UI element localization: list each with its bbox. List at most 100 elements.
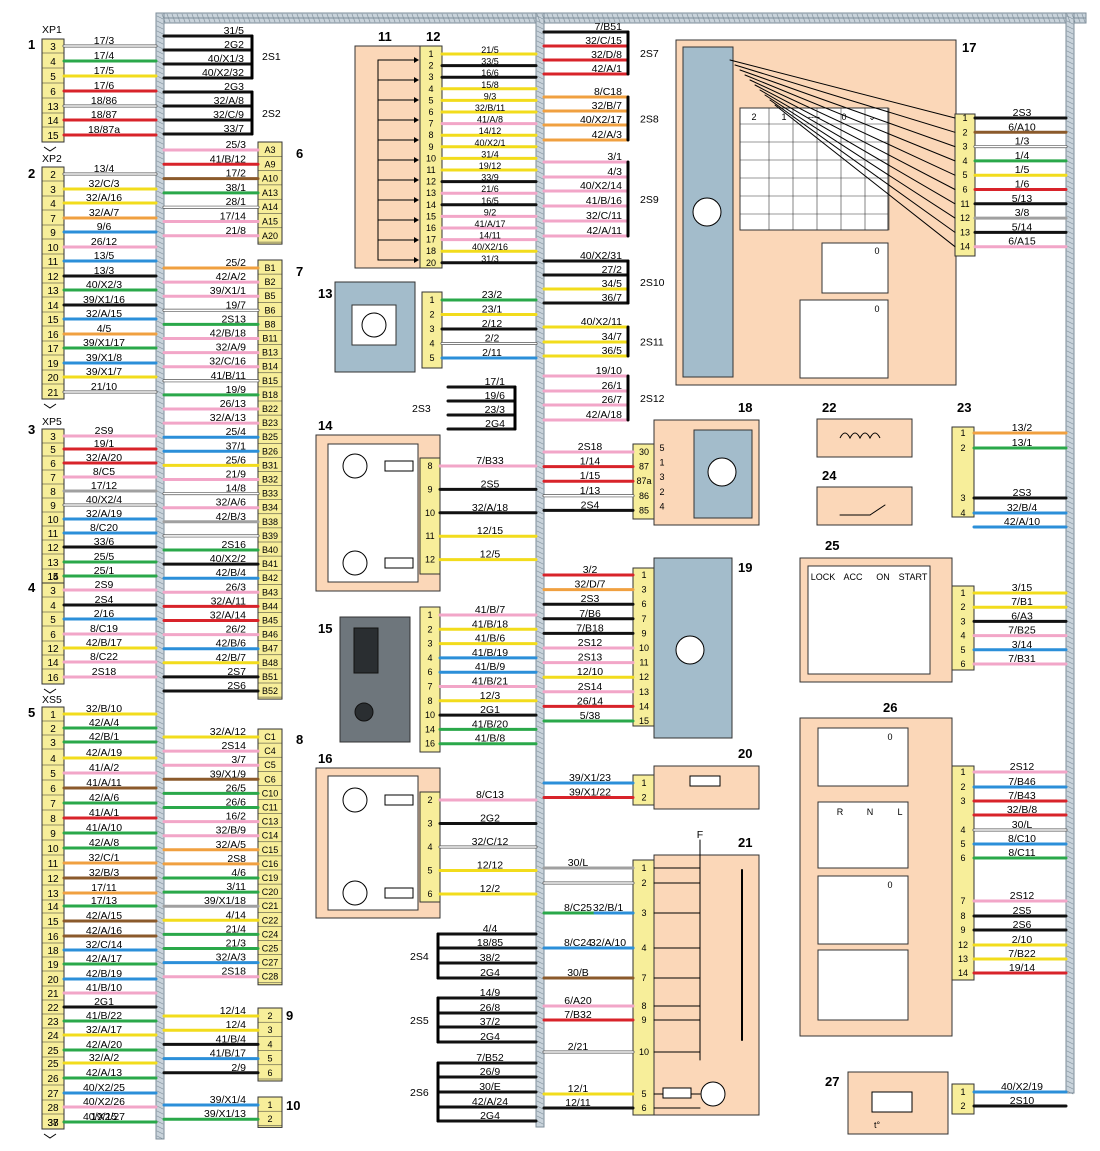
- wire-label: 41/B/11: [211, 370, 247, 382]
- wire-label: 37/1: [226, 440, 247, 452]
- 2S12-label: 19/10: [596, 365, 622, 377]
- pin-number: 5: [267, 1054, 272, 1064]
- bus-hatch: [536, 110, 544, 115]
- wire-label: 2S5: [481, 478, 500, 490]
- bus-hatch: [1066, 570, 1074, 575]
- wire-label: 39/X1/8: [86, 352, 122, 364]
- frame-hatch: [981, 13, 986, 23]
- bus-hatch: [536, 615, 544, 620]
- block-number: 17: [962, 40, 976, 55]
- wire-label: 14/12: [479, 126, 502, 136]
- frame-hatch: [951, 13, 956, 23]
- bus-hatch: [536, 730, 544, 735]
- bus-hatch: [156, 65, 164, 70]
- bus-hatch: [1066, 970, 1074, 975]
- bus-hatch: [156, 1055, 164, 1060]
- pin-number: 6: [427, 889, 432, 899]
- bus-hatch: [1066, 365, 1074, 370]
- wire-label: 9/3: [484, 91, 497, 101]
- block-number: 7: [296, 264, 303, 279]
- 2S7-label: 32/C/15: [585, 35, 622, 47]
- wire-label: 2S4: [581, 499, 600, 511]
- bus-hatch: [156, 450, 164, 455]
- bus-hatch: [536, 870, 544, 875]
- bus-hatch: [1066, 590, 1074, 595]
- bus-hatch: [1066, 565, 1074, 570]
- pin-number: C15: [262, 845, 279, 855]
- bus-hatch: [1066, 610, 1074, 615]
- pin-number: 7: [428, 119, 433, 129]
- block-number: 16: [318, 751, 332, 766]
- 2S4-label: 38/2: [480, 952, 501, 964]
- splice-name: 2S4: [410, 951, 429, 963]
- block-number: 6: [296, 146, 303, 161]
- bus-hatch: [1066, 925, 1074, 930]
- bus-hatch: [156, 825, 164, 830]
- bus-hatch: [1066, 525, 1074, 530]
- bus-hatch: [536, 165, 544, 170]
- switch-table: [817, 727, 909, 787]
- bus-hatch: [1066, 835, 1074, 840]
- bus-hatch: [156, 315, 164, 320]
- bus-hatch: [156, 765, 164, 770]
- pin-number: 10: [47, 515, 59, 526]
- bus-hatch: [1066, 700, 1074, 705]
- bus-hatch: [156, 435, 164, 440]
- 2S8-label: 8/C18: [594, 86, 622, 98]
- arrow: [414, 237, 419, 243]
- bus-hatch: [536, 345, 544, 350]
- bus-hatch: [156, 555, 164, 560]
- frame-hatch: [736, 13, 741, 23]
- pin-number: 87a: [636, 476, 651, 486]
- pin-number: 3: [427, 819, 432, 829]
- bus-hatch: [536, 75, 544, 80]
- wire-label: 3/11: [226, 881, 246, 893]
- bus-hatch: [536, 1015, 544, 1020]
- bus-hatch: [536, 255, 544, 260]
- lamp-icon: [342, 787, 368, 813]
- bus-hatch: [1066, 455, 1074, 460]
- bus-hatch: [1066, 660, 1074, 665]
- pin-number: 22: [47, 1003, 59, 1014]
- pin-number: 7: [641, 614, 646, 624]
- ignition-table: [807, 565, 931, 675]
- transistor-icon: [361, 312, 387, 338]
- bus-hatch: [1066, 375, 1074, 380]
- bus-hatch: [156, 495, 164, 500]
- bus-hatch: [1066, 400, 1074, 405]
- bus-hatch: [536, 490, 544, 495]
- bus-hatch: [1066, 150, 1074, 155]
- wire-label: 42/B/7: [216, 652, 247, 664]
- frame-hatch: [1006, 13, 1011, 23]
- bus-hatch: [536, 540, 544, 545]
- bus-hatch: [1066, 270, 1074, 275]
- pin-number: 10: [425, 508, 435, 518]
- bus-hatch: [536, 875, 544, 880]
- bus-hatch: [536, 925, 544, 930]
- wire-label: 38/1: [226, 182, 247, 194]
- wire-label: 17/13: [91, 895, 117, 907]
- bus-hatch: [536, 945, 544, 950]
- bus-hatch: [536, 620, 544, 625]
- bus-hatch: [156, 865, 164, 870]
- pin-number: B47: [262, 644, 278, 654]
- ignition-header: LOCK: [811, 572, 836, 582]
- bus-hatch: [156, 890, 164, 895]
- bus-hatch: [536, 705, 544, 710]
- bus-hatch: [1066, 755, 1074, 760]
- wire-label: 32/A/14: [210, 610, 246, 622]
- frame-hatch: [581, 13, 586, 23]
- block-number: 12: [426, 29, 440, 44]
- bus-hatch: [1066, 495, 1074, 500]
- wire-label: 42/A/17: [86, 953, 122, 965]
- 2S10-label: 34/5: [602, 278, 623, 290]
- pin-number: 7: [960, 896, 965, 906]
- pin-number: 37: [47, 1118, 59, 1129]
- pin-number: 87: [639, 462, 649, 472]
- bus-hatch: [536, 415, 544, 420]
- bus-hatch: [536, 890, 544, 895]
- bus-hatch: [536, 150, 544, 155]
- bus-hatch: [536, 655, 544, 660]
- splice-2S2-label: 2G3: [224, 81, 244, 93]
- bus-hatch: [1066, 475, 1074, 480]
